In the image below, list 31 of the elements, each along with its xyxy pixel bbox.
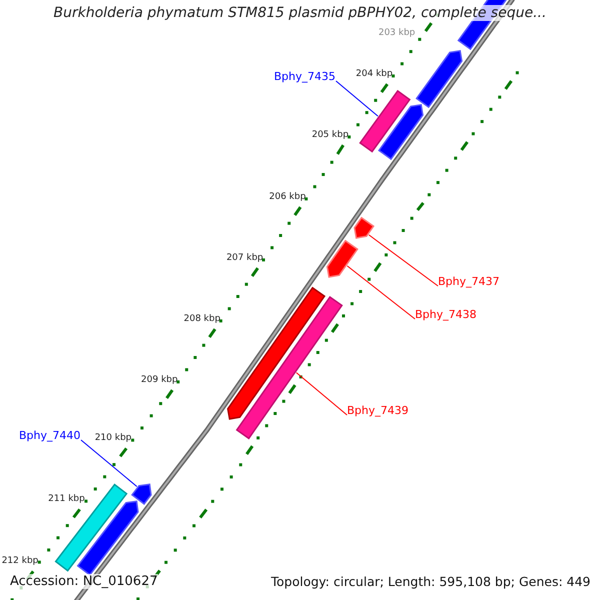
gene-feature xyxy=(236,296,343,440)
gene-label: Bphy_7439 xyxy=(347,404,409,417)
scale-label: 207 kbp xyxy=(226,253,264,264)
title: Burkholderia phymatum STM815 plasmid pBPHY02, complete seque... xyxy=(54,5,546,21)
leader-line xyxy=(336,80,378,117)
gene-label: Bphy_7440 xyxy=(19,429,81,442)
scale-label: 204 kbp xyxy=(356,69,393,80)
accession-text: Accession: NC_010627 xyxy=(10,574,158,589)
scale-label: 205 kbp xyxy=(312,130,349,140)
gene-feature xyxy=(326,240,358,278)
gene-feature xyxy=(359,90,411,153)
scale-label: 208 kbp xyxy=(184,314,220,324)
gene-label: Bphy_7435 xyxy=(274,70,336,83)
scale-label: 209 kbp xyxy=(141,375,178,386)
scale-label: 203 kbp xyxy=(378,28,416,38)
gene-feature xyxy=(378,104,424,160)
gene-feature xyxy=(416,50,463,108)
gene-label: Bphy_7438 xyxy=(415,308,477,321)
leader-line xyxy=(80,440,138,487)
leader-line xyxy=(296,372,348,416)
gene-feature xyxy=(354,216,375,239)
leader-line xyxy=(346,265,416,320)
scale-label: 206 kbp xyxy=(269,192,306,202)
scale-label: 211 kbp xyxy=(48,494,85,504)
leader-line xyxy=(368,234,438,286)
gene-feature xyxy=(131,484,152,505)
scale-label: 212 kbp xyxy=(2,556,38,566)
gene-feature xyxy=(227,286,326,420)
summary-text: Topology: circular; Length: 595,108 bp; Genes: 449 xyxy=(271,574,590,589)
gene-label: Bphy_7437 xyxy=(438,275,500,288)
scale-label: 210 kbp xyxy=(94,433,132,444)
